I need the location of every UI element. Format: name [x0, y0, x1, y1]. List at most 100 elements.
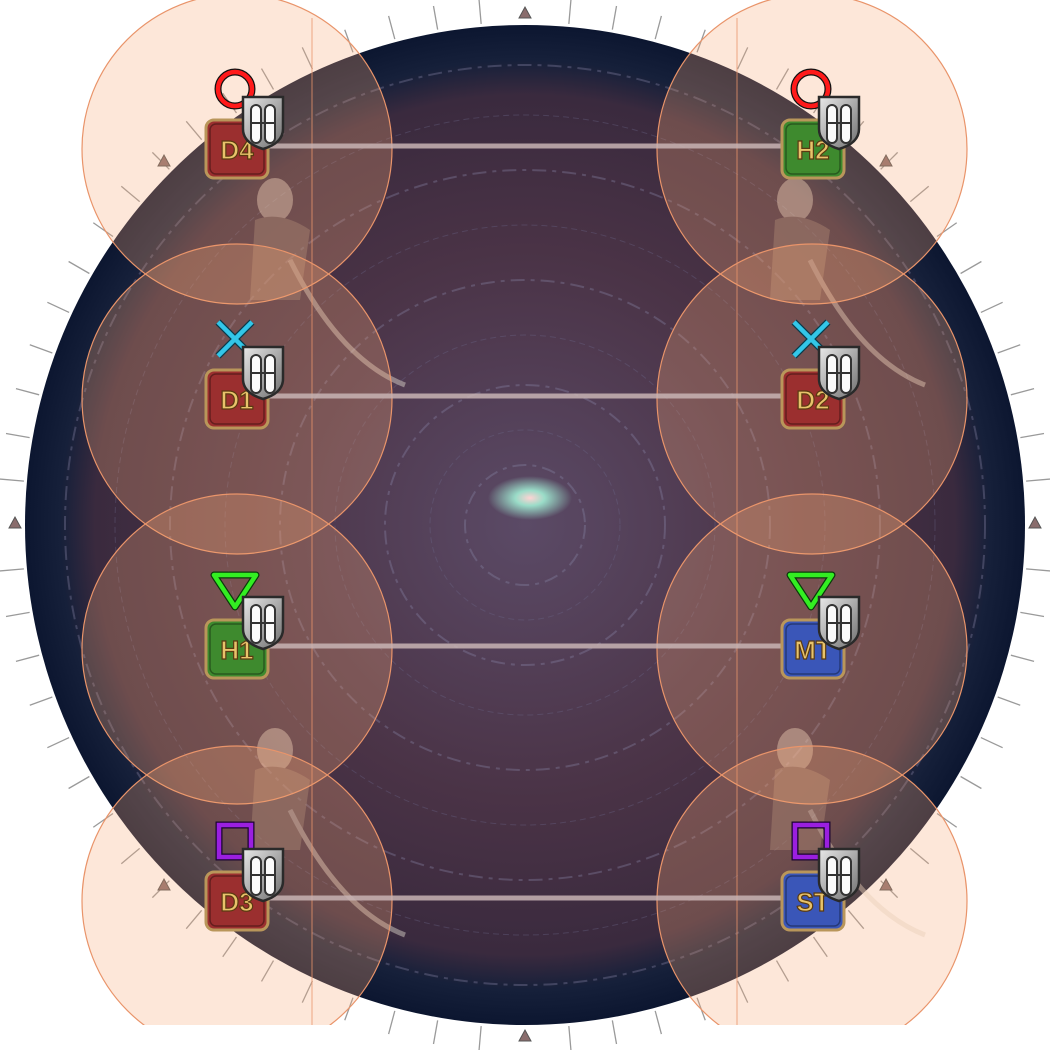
- northwest-marker-icon: [157, 153, 171, 167]
- tethers: [265, 143, 790, 901]
- tick-mark: [1020, 432, 1045, 439]
- tick-mark: [478, 0, 482, 24]
- floor-rune-ring: [64, 64, 986, 986]
- cardinal-markers: [8, 5, 1042, 1042]
- tick-mark: [909, 185, 930, 203]
- tick-mark: [0, 568, 24, 572]
- tick-mark: [47, 736, 70, 749]
- tick-mark: [847, 909, 865, 930]
- player-d1[interactable]: D1: [204, 319, 285, 430]
- northeast-marker-icon: [879, 153, 893, 167]
- tick-mark: [5, 611, 30, 618]
- stack-debuff-icon: [241, 595, 285, 651]
- tick-mark: [47, 301, 70, 314]
- tick-mark: [1010, 387, 1035, 396]
- floor-rune-ring: [114, 114, 936, 936]
- boss-clone-right-top: [770, 178, 926, 388]
- player-h2[interactable]: H2: [780, 68, 861, 180]
- player-label: MT: [794, 635, 832, 665]
- boss-clone-left-bottom: [250, 728, 406, 938]
- tick-mark: [222, 936, 238, 958]
- tick-mark: [15, 387, 40, 396]
- tick-mark: [29, 344, 53, 354]
- circle-marker-icon: [791, 69, 831, 109]
- tick-mark: [68, 260, 90, 275]
- arena-floor: [25, 25, 1025, 1025]
- floor-pattern: [64, 64, 986, 986]
- tick-mark: [960, 260, 982, 275]
- player-d2[interactable]: D2: [780, 319, 861, 430]
- southeast-marker-icon: [879, 877, 893, 891]
- tick-mark: [611, 5, 618, 30]
- tick-mark: [478, 1026, 482, 1051]
- east-marker-icon: [1028, 515, 1042, 529]
- triangle-marker-icon: [787, 572, 835, 610]
- floor-rune-ring: [334, 334, 716, 716]
- player-d3[interactable]: D3: [204, 821, 285, 932]
- tick-mark: [15, 654, 40, 663]
- floor-rune-ring: [429, 429, 621, 621]
- stack-debuff-icon: [817, 595, 861, 651]
- tick-mark: [387, 1010, 396, 1035]
- tick-mark: [432, 1020, 439, 1045]
- floor-rune-ring: [464, 464, 586, 586]
- west-marker-icon: [8, 515, 22, 529]
- tick-mark: [736, 47, 749, 70]
- tick-mark: [0, 478, 24, 482]
- tick-mark: [611, 1020, 618, 1045]
- tick-mark: [185, 120, 203, 141]
- tick-mark: [92, 812, 114, 828]
- tick-mark: [260, 960, 275, 982]
- stack-debuff-icon: [241, 847, 285, 903]
- tick-mark: [1010, 654, 1035, 663]
- triangle-marker-icon: [211, 572, 259, 610]
- tick-mark: [980, 736, 1003, 749]
- tick-mark: [92, 222, 114, 238]
- stack-debuff-icon: [817, 345, 861, 401]
- tick-mark: [568, 1026, 572, 1051]
- tick-mark: [1026, 568, 1050, 572]
- player-st[interactable]: ST: [780, 821, 861, 932]
- player-label: ST: [796, 887, 829, 917]
- tick-mark: [5, 432, 30, 439]
- tick-mark: [936, 812, 958, 828]
- north-marker-icon: [518, 5, 532, 19]
- player-label: H1: [220, 635, 253, 665]
- stack-debuff-icon: [241, 95, 285, 151]
- tick-mark: [654, 15, 663, 40]
- tick-mark: [775, 68, 790, 90]
- stack-debuff-icon: [817, 847, 861, 903]
- tick-mark: [432, 5, 439, 30]
- tick-mark: [936, 222, 958, 238]
- floor-rune-ring: [384, 384, 666, 666]
- tick-mark: [1020, 611, 1045, 618]
- tick-mark: [260, 68, 275, 90]
- tick-mark: [29, 696, 53, 706]
- tick-mark: [997, 696, 1021, 706]
- tick-mark: [980, 301, 1003, 314]
- tick-mark: [387, 15, 396, 40]
- tick-mark: [185, 909, 203, 930]
- tick-mark: [301, 980, 314, 1003]
- tick-mark: [568, 0, 572, 24]
- player-d4[interactable]: D4: [204, 68, 285, 180]
- tick-mark: [120, 185, 141, 203]
- tick-mark: [960, 775, 982, 790]
- tick-mark: [736, 980, 749, 1003]
- southwest-marker-icon: [157, 877, 171, 891]
- floor-rune-ring: [169, 169, 881, 881]
- tick-mark: [812, 936, 828, 958]
- square-marker-icon: [216, 822, 254, 860]
- player-mt[interactable]: MT: [780, 571, 861, 680]
- square-marker-icon: [792, 822, 830, 860]
- tick-mark: [997, 344, 1021, 354]
- south-marker-icon: [518, 1028, 532, 1042]
- tick-mark: [68, 775, 90, 790]
- tick-mark: [301, 47, 314, 70]
- stack-debuff-icon: [241, 345, 285, 401]
- player-h1[interactable]: H1: [204, 571, 285, 680]
